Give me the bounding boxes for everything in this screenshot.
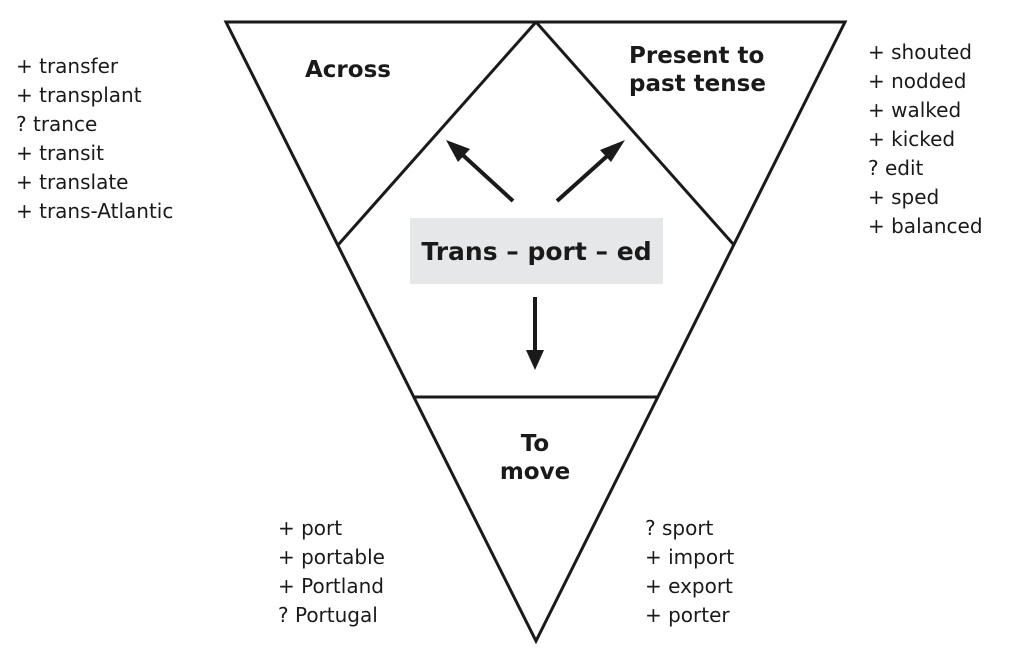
- list-item: + nodded: [868, 69, 967, 93]
- list-item: + kicked: [868, 127, 956, 151]
- section-label-to-move-line1: To: [520, 431, 550, 457]
- section-label-to-move-line2: move: [499, 459, 571, 485]
- list-item: ? Portugal: [278, 603, 378, 627]
- word-list-past-tense: + shouted + nodded + walked + kicked ? e…: [868, 38, 983, 241]
- divider-left-upper: [336, 21, 538, 246]
- list-item: + trans-Atlantic: [16, 199, 174, 223]
- center-word: Trans – port – ed: [421, 236, 652, 266]
- section-label-past-tense-line2: past tense: [629, 71, 766, 97]
- word-list-to-move-left: + port + portable + Portland ? Portugal: [278, 514, 385, 630]
- list-item: + Portland: [278, 574, 384, 598]
- list-item: + port: [278, 516, 343, 540]
- list-item: + balanced: [868, 214, 983, 238]
- list-item: + translate: [16, 170, 129, 194]
- list-item: + walked: [868, 98, 962, 122]
- list-item: + shouted: [868, 40, 972, 64]
- arrow-to-past-tense-icon: [555, 140, 625, 203]
- list-item: + export: [645, 574, 733, 598]
- arrow-to-across-icon: [446, 140, 515, 203]
- section-label-across: Across: [305, 57, 391, 83]
- section-label-past-tense-line1: Present to: [629, 43, 765, 69]
- list-item: ? trance: [16, 112, 98, 136]
- list-item: + sped: [868, 185, 940, 209]
- word-list-across: + transfer + transplant ? trance + trans…: [16, 52, 173, 226]
- section-label-to-move: To move: [495, 430, 575, 486]
- divider-right-upper: [534, 21, 736, 246]
- list-item: + transfer: [16, 54, 119, 78]
- list-item: ? sport: [645, 516, 714, 540]
- word-list-to-move-right: ? sport + import + export + porter: [645, 514, 734, 630]
- section-label-past-tense: Present to past tense: [629, 42, 766, 98]
- list-item: + porter: [645, 603, 730, 627]
- list-item: + import: [645, 545, 735, 569]
- list-item: + portable: [278, 545, 385, 569]
- arrow-to-move-icon: [526, 297, 544, 370]
- center-word-box: Trans – port – ed: [410, 218, 663, 284]
- list-item: + transplant: [16, 83, 142, 107]
- list-item: + transit: [16, 141, 104, 165]
- list-item: ? edit: [868, 156, 924, 180]
